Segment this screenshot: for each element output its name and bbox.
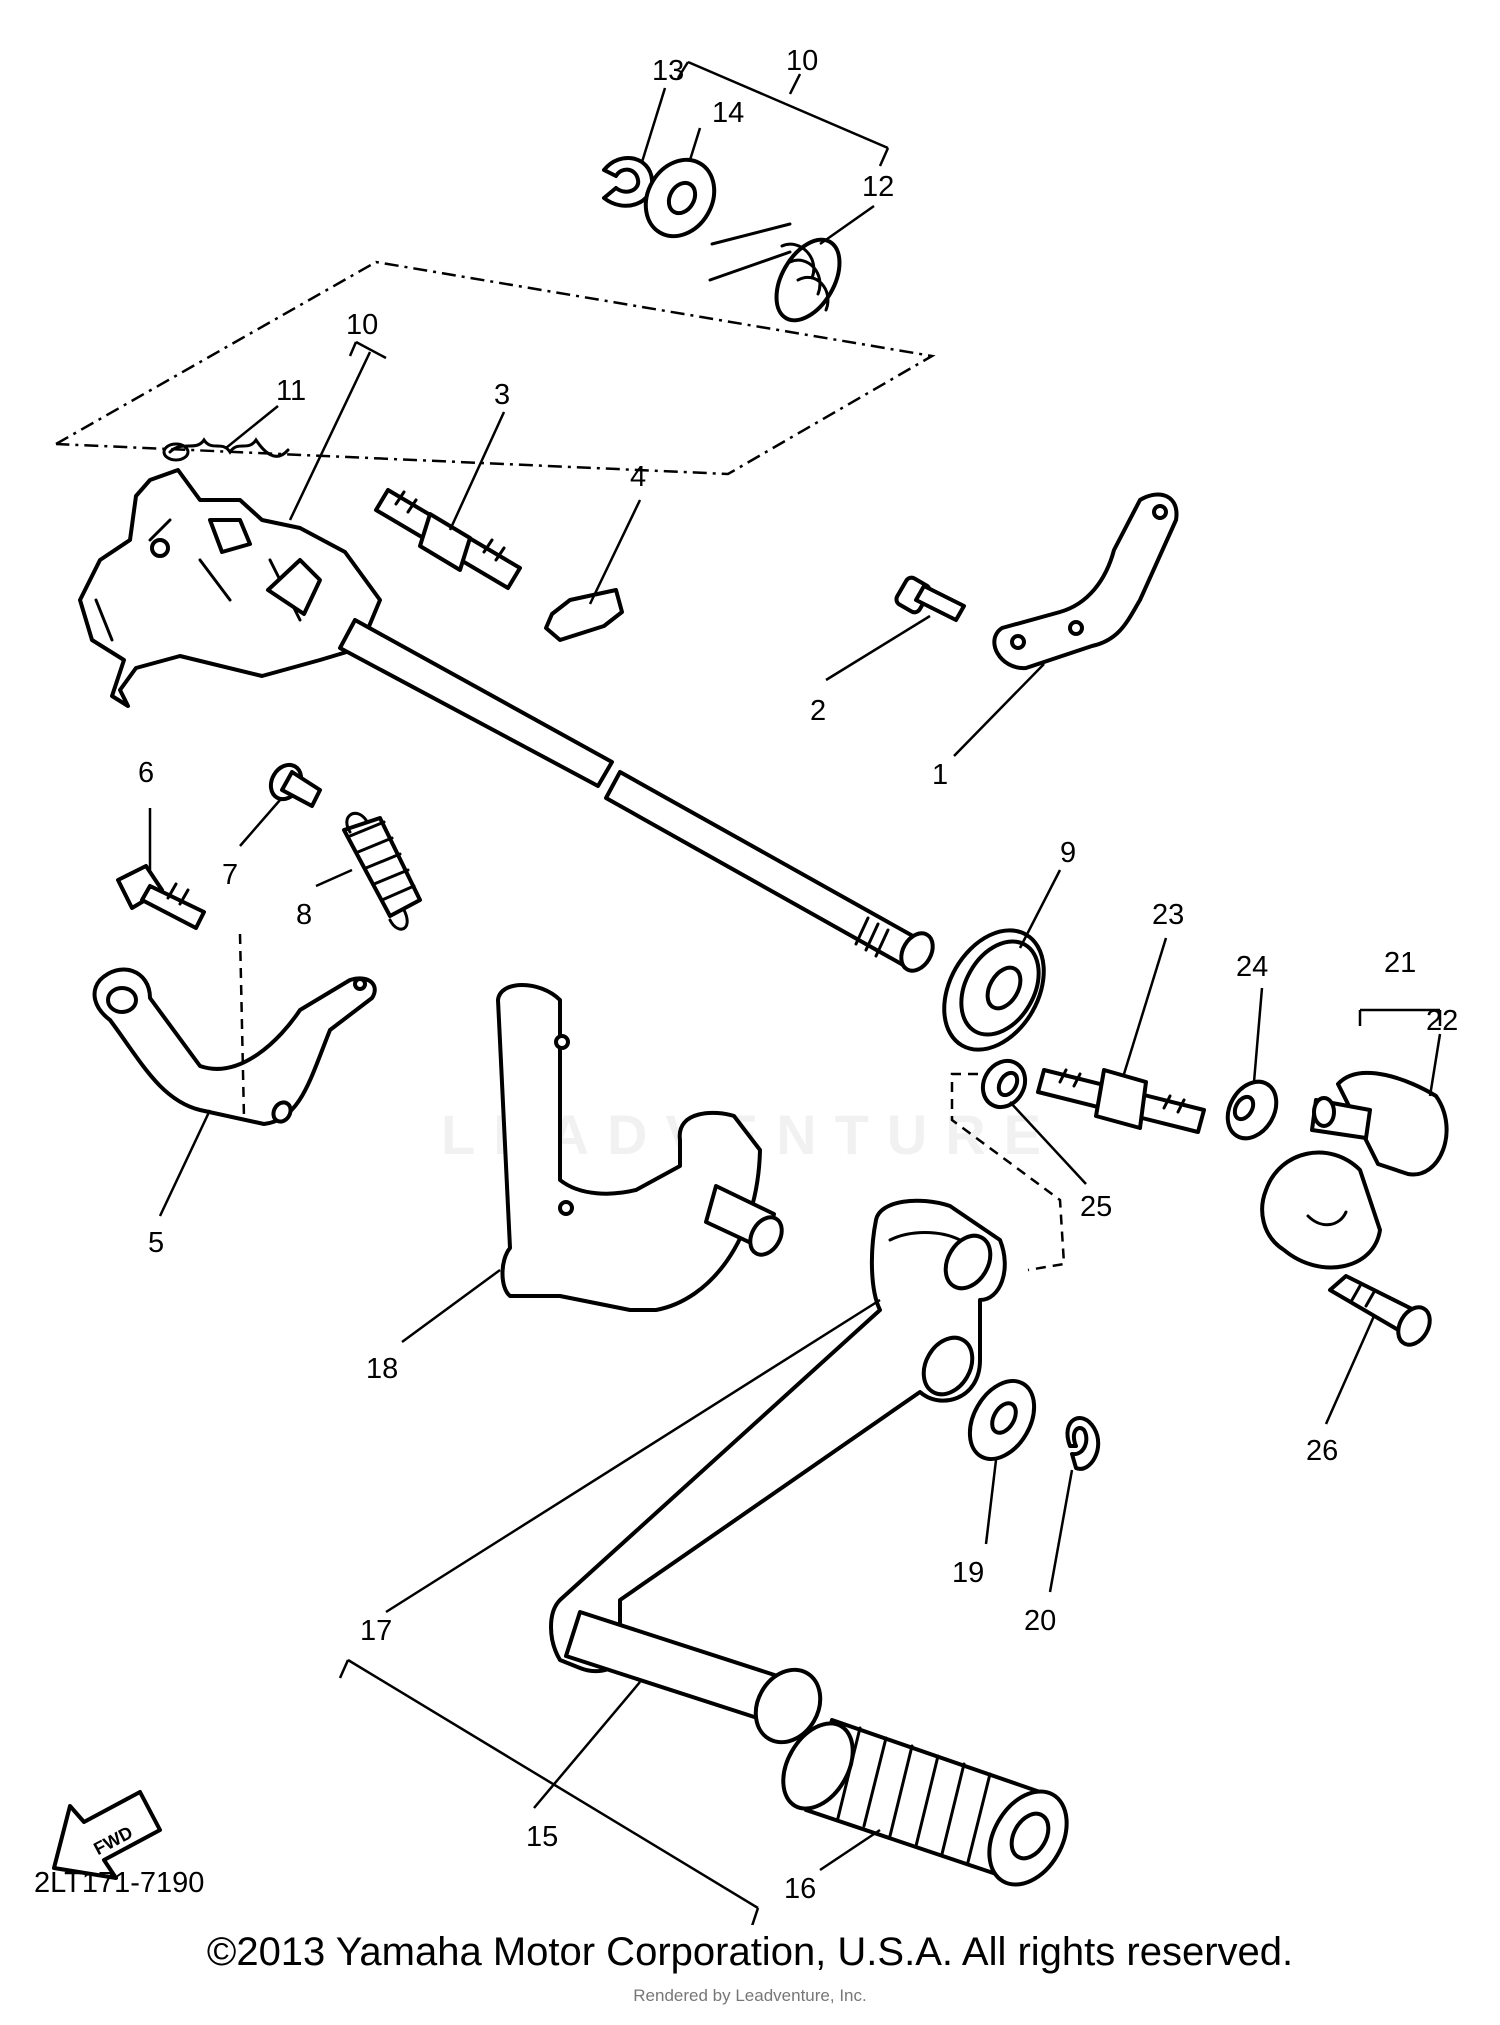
part-label-10-left: 10 [346,309,378,341]
part-label-21: 21 [1384,947,1416,979]
joint-21 [1260,1070,1449,1270]
part-label-24: 24 [1236,951,1268,983]
washer-14 [643,157,717,239]
bolt-26 [1328,1274,1432,1347]
part-label-9: 9 [1060,837,1076,869]
leader-18 [401,1268,501,1344]
part-label-16: 16 [784,1873,816,1905]
part-label-22: 22 [1426,1005,1458,1037]
part-label-7: 7 [222,859,238,891]
bolt-6 [116,864,206,930]
part-label-6: 6 [138,757,154,789]
part-label-3: 3 [494,379,510,411]
circlip-13 [602,156,655,208]
bolt-7 [268,762,322,808]
part-label-26: 26 [1306,1435,1338,1467]
leader-25 [1009,1101,1087,1185]
shift-shaft-assembly [78,468,935,973]
front-direction-arrow: FWD [52,1790,162,1880]
stopper-plate-1-hole-b [1010,634,1026,650]
group-10-outline [55,260,936,476]
bracket-10-11 [355,340,387,360]
leader-16 [819,1828,881,1872]
bolt-2 [894,575,966,622]
part-label-14: 14 [712,97,744,129]
washer-19 [967,1379,1037,1461]
shift-arm-18 [496,983,784,1312]
leader-8 [315,868,353,888]
part-label-12: 12 [862,171,894,203]
stud-bolt-3 [374,488,522,590]
stopper-plate-1-hole-a [1152,504,1168,520]
leader-14 [688,127,702,161]
exploded-parts-diagram: 1 2 3 4 5 6 7 8 9 10 10 11 12 13 14 15 1… [34,45,1458,1925]
torsion-spring-12 [708,222,842,323]
part-label-23: 23 [1152,899,1184,931]
part-label-20: 20 [1024,1605,1056,1637]
leader-17 [385,1298,881,1614]
part-label-10-top: 10 [786,45,818,77]
part-label-18: 18 [366,1353,398,1385]
leader-15 [533,1681,641,1809]
part-label-15: 15 [526,1821,558,1853]
leader-23 [1122,937,1168,1075]
stud-23 [1036,1068,1206,1134]
leader-7 [239,799,281,847]
leader-10-top [788,73,802,95]
leader-11 [225,405,279,449]
nut-25 [980,1058,1028,1110]
leader-9 [1018,869,1062,949]
leader-13 [640,87,667,163]
stopper-plate-1-hole-c [1068,620,1084,636]
part-label-25: 25 [1080,1191,1112,1223]
part-label-11: 11 [276,375,306,407]
leader-24 [1252,987,1264,1083]
leader-1 [953,663,1045,757]
part-label-1: 1 [932,759,948,791]
spring-8 [342,811,422,931]
bracket-15-16-17-tick-b [751,1907,760,1925]
part-label-4: 4 [630,461,646,493]
group-10-bracket-top [687,60,889,150]
leader-10-left [288,351,372,521]
bearing-9 [942,928,1046,1052]
group-10-bracket-tick-b [878,147,890,167]
bracket-15-16-17-tick-a [338,1659,350,1679]
plate-4 [544,588,624,642]
part-label-19: 19 [952,1557,984,1589]
leader-22 [1428,1033,1442,1097]
rendered-by-credit: Rendered by Leadventure, Inc. [633,1986,867,2005]
leader-26 [1324,1315,1376,1425]
leader-2 [825,614,931,682]
leader-5 [158,1109,212,1217]
shift-lever-5 [92,967,377,1126]
bracket-10-11-tick [348,341,358,357]
peg-shaft-15 [564,1610,823,1745]
part-label-8: 8 [296,899,312,931]
leader-5-dash [238,933,246,1119]
part-label-17: 17 [360,1615,392,1647]
part-label-13: 13 [652,55,684,87]
group-10-bracket-tick-a [676,61,690,79]
part-label-2: 2 [810,695,826,727]
leader-20 [1048,1469,1074,1593]
connection-25-dash [950,1072,1066,1272]
copyright-notice: ©2013 Yamaha Motor Corporation, U.S.A. A… [206,1930,1294,1974]
stopper-plate-1 [992,492,1179,671]
leader-12 [819,204,875,246]
drawing-code: 2LT171-7190 [34,1867,204,1899]
leader-3 [448,411,506,531]
spring-11 [162,437,290,462]
collar-24 [1225,1079,1279,1141]
circlip-20 [1065,1416,1101,1471]
leader-19 [984,1459,998,1545]
part-label-5: 5 [148,1227,164,1259]
leader-4 [588,499,642,605]
shift-pedal-17 [549,1198,1007,1674]
foot-peg-rubber-16 [781,1718,1069,1887]
